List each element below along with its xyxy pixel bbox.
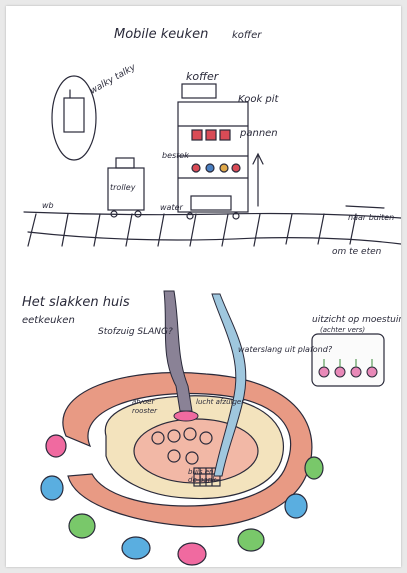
walkie-talkie-icon xyxy=(64,98,84,132)
om-te-eten-label: om te eten xyxy=(332,247,382,257)
chair xyxy=(69,514,95,538)
naar-buiten-label: naar buiten xyxy=(348,213,394,222)
walkie-talkie-label: walky talky xyxy=(89,62,139,96)
vacuum-label: Stofzuig SLANG? xyxy=(98,327,173,337)
mobile-kitchen-sketch xyxy=(24,76,401,246)
floor-line xyxy=(24,212,401,218)
sketch-canvas: Mobile keuken koffer walky talky koffer … xyxy=(6,6,401,567)
chair xyxy=(238,529,264,551)
kookpit-label: Kook pit xyxy=(238,94,280,105)
bestek-label: bestek xyxy=(162,151,189,160)
kitchen-title-suffix: koffer xyxy=(232,30,262,41)
koffer-label: koffer xyxy=(186,70,220,83)
pannen-label: pannen xyxy=(239,128,278,139)
tube-label: buis en xyxy=(188,468,213,476)
chair xyxy=(285,494,307,518)
sink-icon xyxy=(191,196,231,210)
snail-house-subtitle: eetkeuken xyxy=(22,315,75,326)
koffer-icon xyxy=(182,84,216,98)
garden-view-sublabel: (achter vers) xyxy=(320,326,365,334)
chair xyxy=(41,476,63,500)
drain-label: afvoer xyxy=(132,398,155,406)
kitchen-title: Mobile keuken xyxy=(114,27,208,42)
trolley-label: trolley xyxy=(110,183,136,192)
garden-view-window xyxy=(312,334,384,386)
water-hose-label: waterslang uit plafond? xyxy=(238,345,333,354)
water-label: water xyxy=(160,203,184,212)
air-extractor-label: lucht afzuiger xyxy=(196,398,245,406)
drain-label-2: rooster xyxy=(132,407,158,415)
garden-view-label: uitzicht op moestuin xyxy=(312,315,401,325)
chair xyxy=(305,457,323,479)
chair xyxy=(122,537,150,559)
drawing-sheet: Mobile keuken koffer walky talky koffer … xyxy=(6,6,401,567)
tube-label-2: de bank xyxy=(188,476,217,484)
wb-label: wb xyxy=(42,201,54,210)
chair xyxy=(178,543,206,565)
chair xyxy=(46,435,66,457)
snail-house-title: Het slakken huis xyxy=(22,295,130,310)
